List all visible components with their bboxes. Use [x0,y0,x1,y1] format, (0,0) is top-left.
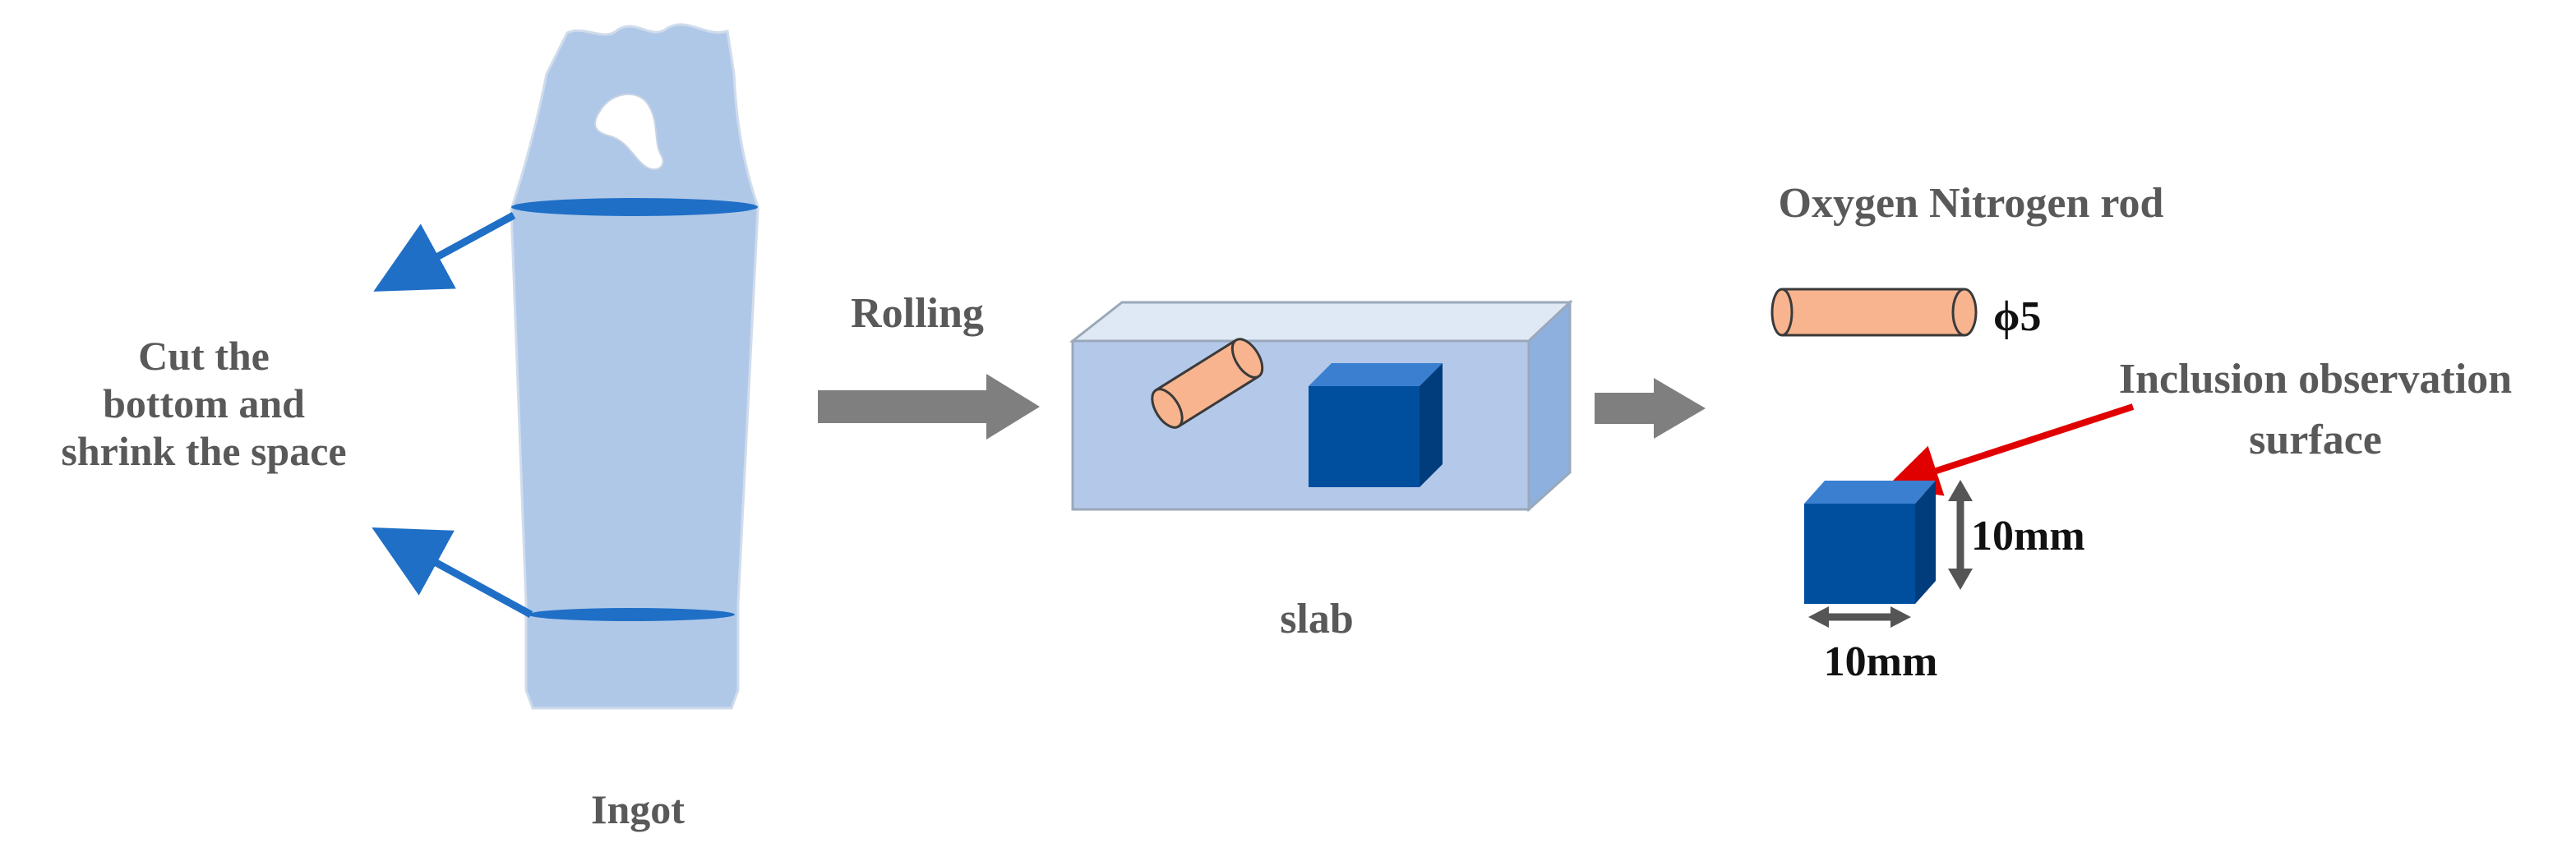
cut-arrow-bottom [372,527,533,618]
slab-top-face [1069,301,1573,343]
surface-label-line-1: Inclusion observation [2119,356,2512,403]
inclusion-cube [1804,481,1936,604]
cut-arrow-top [373,212,516,292]
cut-label-line-3: shrink the space [61,428,346,474]
slab-rod-sample [1151,338,1264,429]
ingot-body [510,23,759,710]
slab-label: slab [1280,596,1354,642]
ingot-top-cut-line [511,198,758,216]
rod-diameter-label: ϕ5 [1993,293,2041,340]
slab-front-face [1071,339,1530,511]
ingot: Cut the bottom and shrink the space Ingo… [61,23,759,832]
ingot-label: Ingot [591,786,685,832]
surface-label-line-2: surface [2249,417,2382,463]
cube-width-label: 10mm [1824,638,1938,685]
cutting-arrow [1595,378,1706,439]
cube-height-label: 10mm [1971,513,2085,560]
cube-height-dimension [1948,480,1973,590]
ingot-shrinkage-cavity [594,93,664,171]
cube-width-dimension [1808,606,1911,628]
oxygen-nitrogen-rod [1770,288,1978,337]
cut-label-line-2: bottom and [103,380,305,426]
rolling-step: Rolling [818,290,1040,440]
slab: slab [1069,299,1573,642]
samples: Oxygen Nitrogen rod ϕ5 Inclusion observa… [1770,180,2512,685]
cut-label-line-1: Cut the [138,333,270,379]
ingot-bottom-cut-line [528,608,735,621]
rolling-label: Rolling [851,290,984,337]
surface-pointer-arrow [1886,403,2135,496]
rolling-arrow [818,374,1040,440]
rod-label: Oxygen Nitrogen rod [1779,180,2164,227]
slab-cube-sample [1309,363,1443,487]
